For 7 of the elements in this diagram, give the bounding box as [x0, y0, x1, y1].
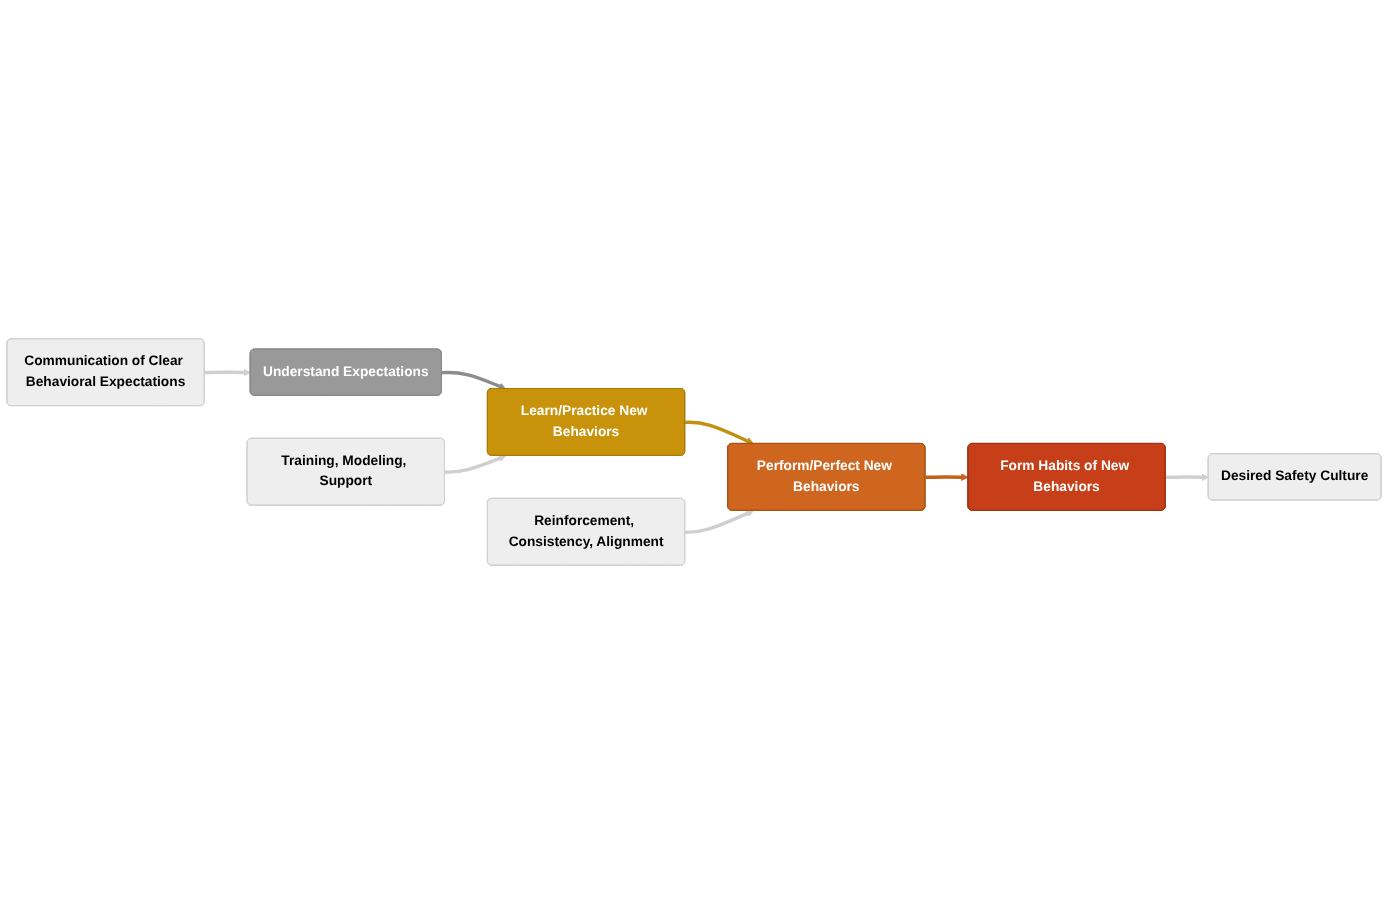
- arrow: [204, 368, 251, 377]
- arrow: [685, 510, 754, 534]
- arrow: [1165, 473, 1209, 481]
- arrow: [441, 370, 507, 390]
- arrow: [444, 454, 507, 474]
- arrow: [685, 420, 754, 445]
- arrow: [925, 473, 969, 481]
